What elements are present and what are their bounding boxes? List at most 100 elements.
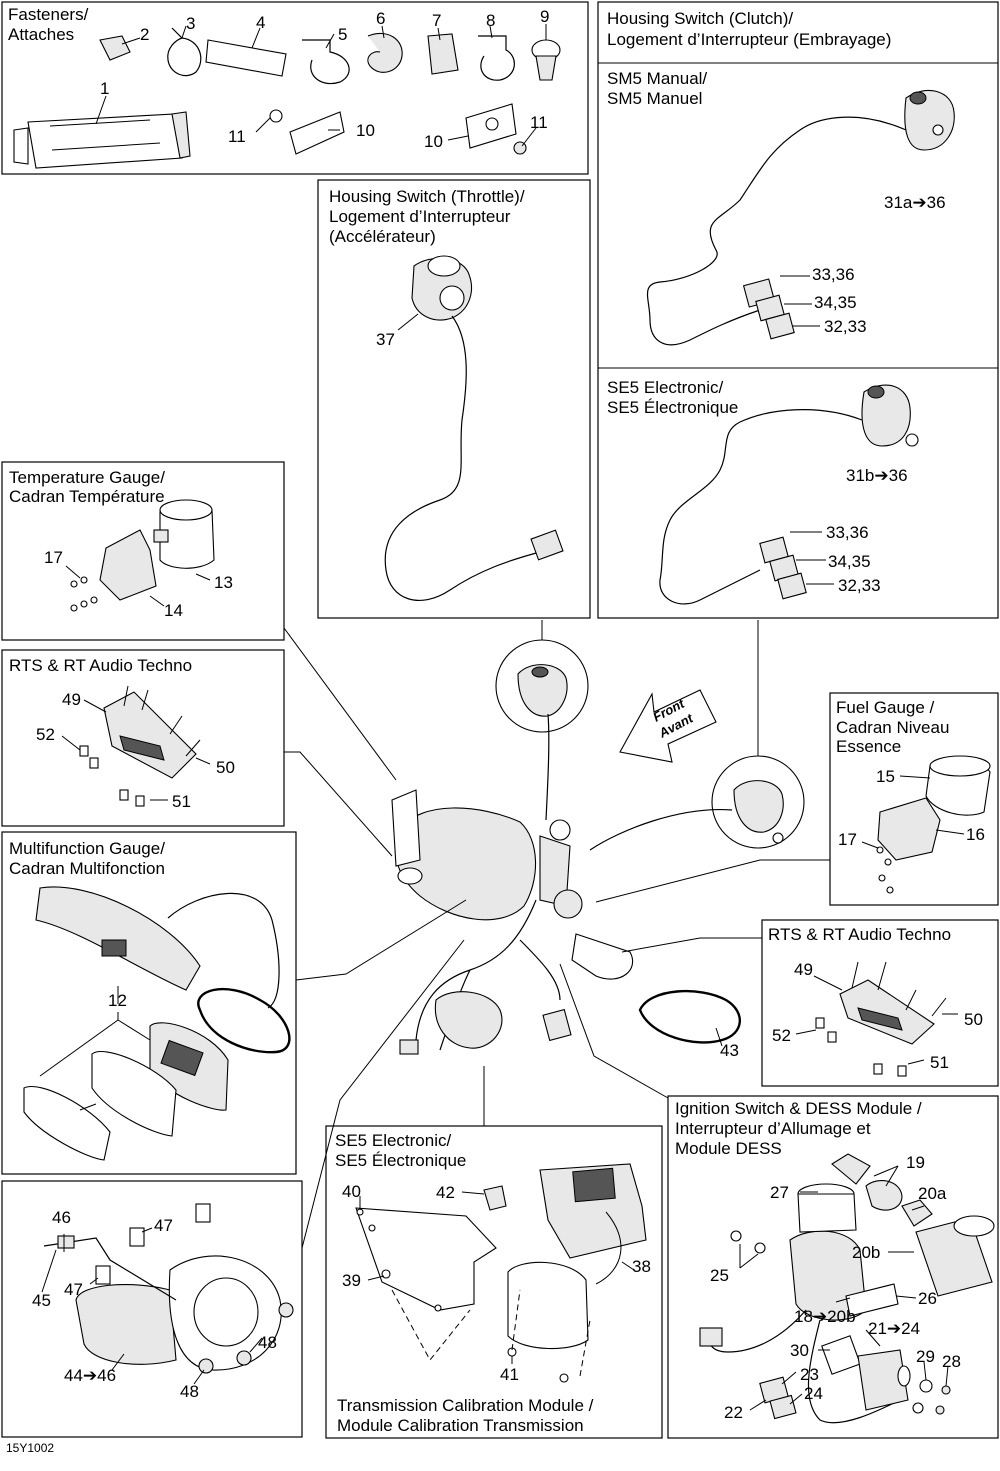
rts-speaker-right	[839, 979, 935, 1045]
callout-47-bottom: 47	[64, 1280, 83, 1299]
connector-motor	[301, 939, 465, 1249]
callout-34-35-sm5: 34,35	[814, 293, 857, 312]
callout-39: 39	[342, 1271, 361, 1290]
se5-bottom-title-1: SE5 Electronic/	[335, 1131, 451, 1150]
gauge-wire	[167, 892, 280, 1009]
rts-left-nuts-51	[79, 745, 145, 807]
gear-motor-44	[75, 1255, 282, 1371]
callout-23: 23	[800, 1365, 819, 1384]
clip-2	[99, 35, 131, 61]
callout-52-right: 52	[772, 1026, 791, 1045]
clutch-detail-housing	[733, 780, 784, 844]
callout-25: 25	[710, 1266, 729, 1285]
dess-connector	[699, 1327, 723, 1347]
callout-22: 22	[724, 1403, 743, 1422]
se5-top-title-1: SE5 Electronic/	[607, 378, 723, 397]
front-direction-arrow: Front Avant	[619, 689, 717, 763]
clutch-housing-sm5	[904, 89, 955, 151]
screw-11-left	[269, 109, 283, 123]
callout-30: 30	[790, 1341, 809, 1360]
callout-9: 9	[540, 7, 549, 26]
callout-27: 27	[770, 1183, 789, 1202]
callout-34-35-se5: 34,35	[828, 552, 871, 571]
throttle-harness	[384, 315, 541, 601]
callout-4: 4	[256, 13, 265, 32]
callout-50-left: 50	[216, 758, 235, 777]
callout-17-fuel: 17	[838, 830, 857, 849]
knob-20a	[901, 1199, 933, 1227]
callout-14: 14	[164, 601, 183, 620]
callout-17-temp: 17	[44, 548, 63, 567]
callout-20b: 20b	[852, 1243, 880, 1262]
callout-19: 19	[906, 1153, 925, 1172]
callout-38: 38	[632, 1257, 651, 1276]
fasteners-title-2: Attaches	[8, 25, 74, 44]
multifunction-gauge-housing	[35, 886, 201, 991]
rts-left-title: RTS & RT Audio Techno	[9, 656, 192, 675]
bracket-10-right	[465, 103, 517, 149]
clutch-housing-se5	[861, 384, 919, 447]
callout-26: 26	[918, 1289, 937, 1308]
connectors-22-24	[759, 1376, 797, 1420]
rts-left-screws-50	[123, 685, 201, 757]
se5-top-harness	[659, 409, 863, 605]
callout-33-36-sm5: 33,36	[812, 265, 855, 284]
callout-11-left: 11	[228, 127, 246, 146]
callout-21-24: 21➔24	[868, 1319, 920, 1338]
throttle-detail-housing	[517, 664, 568, 717]
fuel-nuts-17	[876, 846, 894, 894]
tcm-footer-2: Module Calibration Transmission	[337, 1416, 584, 1435]
clutch-title-2: Logement d’Interrupteur (Embrayage)	[607, 30, 891, 49]
sm5-title-2: SM5 Manuel	[607, 89, 702, 108]
callout-48-right: 48	[258, 1333, 277, 1352]
callout-41: 41	[500, 1365, 519, 1384]
callout-10-left: 10	[356, 121, 375, 140]
lever-link-45	[57, 1235, 75, 1249]
lower-harness-bracket	[399, 991, 572, 1055]
callout-32-33-sm5: 32,33	[824, 317, 867, 336]
callout-46: 46	[52, 1208, 71, 1227]
connector-fuel	[595, 859, 830, 903]
figure-code: 15Y1002	[6, 1441, 54, 1455]
callout-28: 28	[942, 1352, 961, 1371]
gasket-43	[638, 990, 741, 1044]
callout-8: 8	[486, 11, 495, 30]
connector-ignition	[559, 963, 669, 1099]
rts-right-title: RTS & RT Audio Techno	[768, 925, 951, 944]
fuel-title-1: Fuel Gauge /	[836, 698, 935, 717]
tie-strap-5	[302, 39, 350, 85]
module-hardware-28-29	[912, 1379, 951, 1415]
callout-52-left: 52	[36, 725, 55, 744]
callout-32-33-se5: 32,33	[838, 576, 881, 595]
callout-43: 43	[720, 1041, 739, 1060]
callout-11-right: 11	[530, 113, 548, 132]
temp-title-1: Temperature Gauge/	[9, 468, 165, 487]
grip-20b	[915, 1215, 995, 1297]
tcm-plate	[507, 1261, 589, 1350]
callout-44-46: 44➔46	[64, 1366, 116, 1385]
se5-top-title-2: SE5 Électronique	[607, 398, 738, 417]
callout-2: 2	[140, 25, 149, 44]
temp-title-2: Cadran Température	[9, 487, 165, 506]
callout-49-right: 49	[794, 960, 813, 979]
multifunction-title-1: Multifunction Gauge/	[9, 839, 165, 858]
rts-right-nuts-51	[815, 1017, 907, 1077]
callout-3: 3	[186, 14, 195, 33]
callout-31b: 31b➔36	[846, 466, 908, 485]
callout-20a: 20a	[918, 1184, 947, 1203]
sm5-title-1: SM5 Manual/	[607, 69, 707, 88]
grommet-9	[531, 39, 561, 81]
temperature-gauge-13	[153, 499, 215, 569]
clamp-8	[478, 35, 515, 81]
connector-temp	[283, 627, 397, 781]
se5-top-connectors	[759, 536, 807, 600]
tie-strap-3	[167, 27, 202, 77]
throttle-connector	[530, 529, 564, 561]
dess-keys-19	[831, 1153, 903, 1211]
tcm-screws	[356, 1208, 569, 1383]
callout-47-top: 47	[154, 1216, 173, 1235]
callout-33-36-se5: 33,36	[826, 523, 869, 542]
gauge-bracket-14	[99, 529, 157, 601]
clutch-title-1: Housing Switch (Clutch)/	[607, 9, 793, 28]
